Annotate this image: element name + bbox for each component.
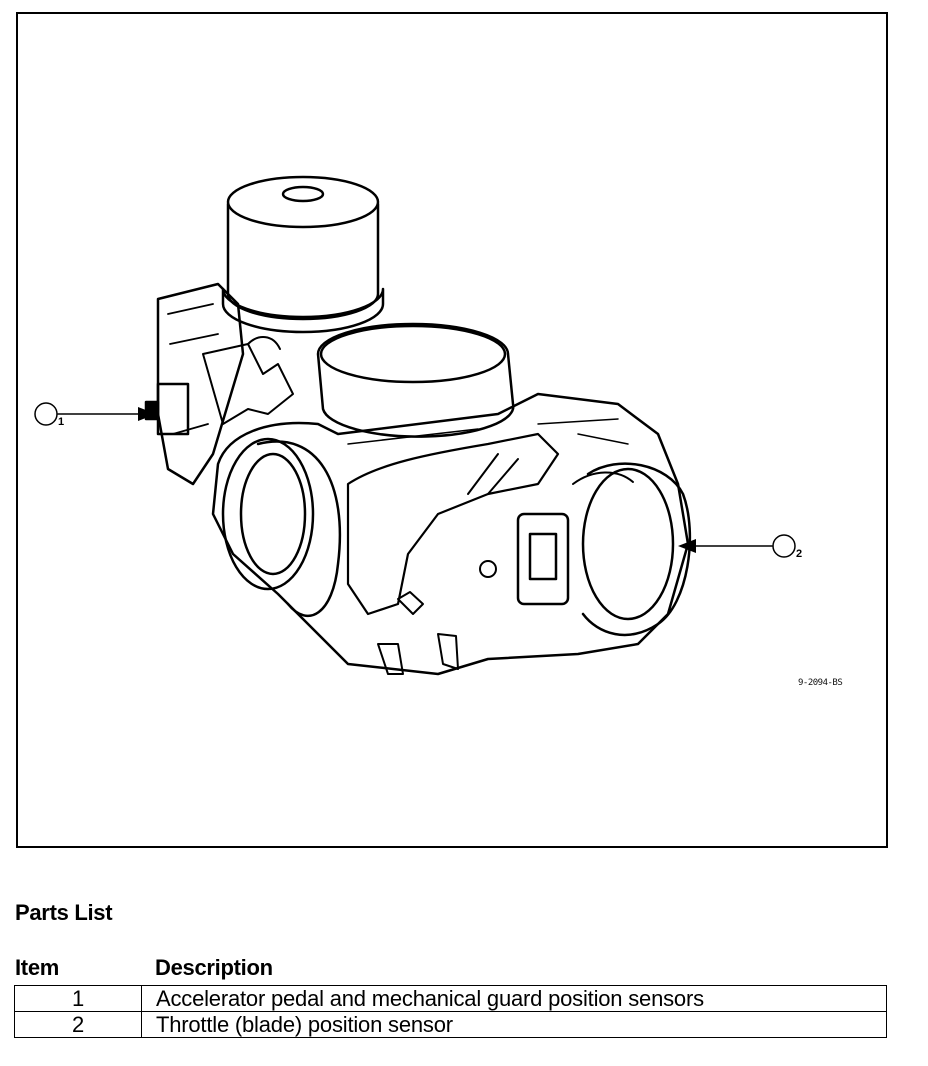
item-description: Throttle (blade) position sensor (141, 1011, 887, 1038)
parts-list-title: Parts List (15, 900, 113, 925)
table-row: 2 Throttle (blade) position sensor (14, 1011, 887, 1038)
column-header-item: Item (15, 955, 60, 980)
figure-frame: 1 2 9-2094-BS (16, 12, 888, 848)
item-number: 2 (14, 1011, 142, 1038)
item-description: Accelerator pedal and mechanical guard p… (141, 985, 887, 1012)
item-number: 1 (14, 985, 142, 1012)
column-header-description: Description (155, 955, 273, 980)
callout-2-label: 2 (796, 548, 803, 560)
throttle-body-illustration (34, 175, 796, 676)
table-row: 1 Accelerator pedal and mechanical guard… (14, 985, 887, 1012)
parts-table: 1 Accelerator pedal and mechanical guard… (14, 985, 887, 1038)
callout-1 (34, 402, 156, 426)
callout-1-label: 1 (58, 416, 65, 428)
figure-code: 9-2094-BS (798, 678, 843, 688)
callout-2 (678, 534, 796, 558)
